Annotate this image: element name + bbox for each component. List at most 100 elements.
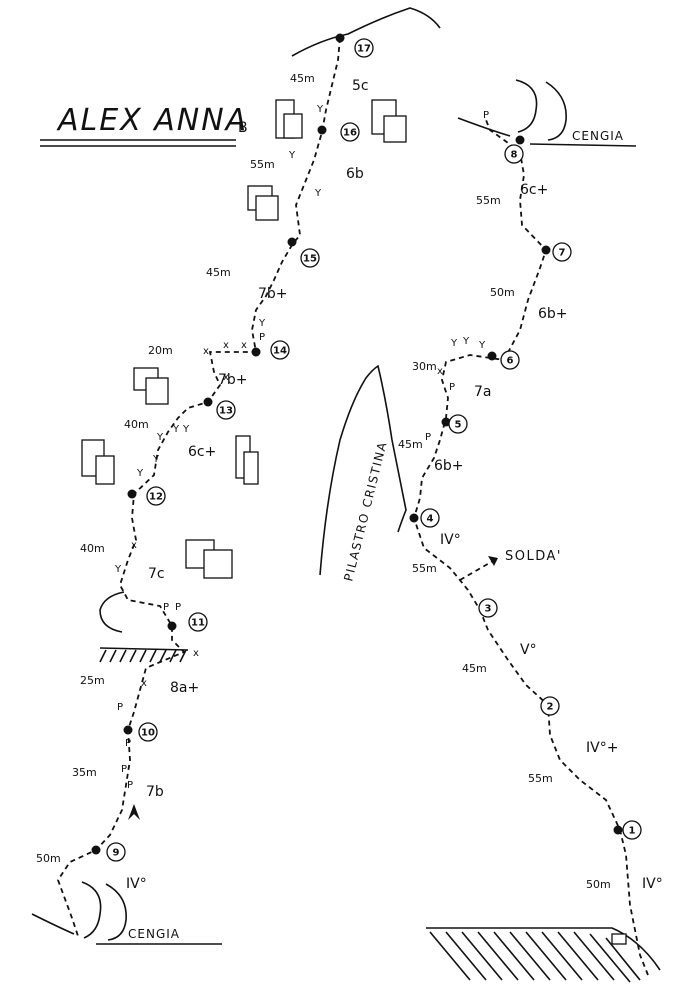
belay-station — [127, 489, 137, 499]
belay-number: 17 — [357, 44, 371, 55]
protection-tree: Y — [316, 104, 324, 115]
pitch-grade: 6c+ — [188, 444, 216, 460]
ledge-upper: CENGIA — [457, 79, 637, 147]
protection-bolt: x — [223, 372, 229, 383]
pitch-grade: 6b — [346, 166, 364, 182]
upper-pitch-labels: 50m35m25m40m40m20m45m55m45mIV°7b8a+7c6c+… — [36, 72, 369, 892]
protection-piton: P — [125, 738, 131, 749]
belay-number: 2 — [547, 702, 554, 713]
belay-number: 5 — [455, 420, 462, 431]
start-marker — [611, 933, 627, 945]
belay-station — [317, 125, 327, 135]
belay-number: 7 — [559, 248, 566, 259]
rock-block — [243, 451, 259, 485]
ledge-lower: CENGIA — [31, 881, 222, 945]
belay-number-ring — [504, 144, 524, 164]
protection-tree: Y — [114, 564, 122, 575]
ground-line — [426, 927, 661, 971]
summit-rock-outline — [291, 7, 441, 57]
belay-number-ring — [354, 38, 374, 58]
pitch-grade: 5c — [352, 78, 369, 94]
protection-tree: Y — [152, 454, 160, 465]
belay-station — [515, 135, 525, 145]
protection-tree: Y — [450, 338, 458, 349]
pitch-length: 55m — [476, 194, 501, 207]
pitch-length: 50m — [490, 286, 515, 299]
belay-number-ring — [106, 842, 126, 862]
pitch-length: 55m — [412, 562, 437, 575]
pitch-length: 40m — [124, 418, 149, 431]
pillar-label: PILASTRO CRISTINA — [341, 440, 389, 583]
rock-block — [145, 377, 169, 405]
protection-tree: Y — [288, 150, 296, 161]
pitch-length: 45m — [206, 266, 231, 279]
roof-feature — [99, 591, 189, 663]
belay-station — [541, 245, 551, 255]
ledge-lower-rock-2 — [105, 883, 127, 941]
pillar-outline — [319, 364, 407, 576]
solda-branch: SOLDA' — [459, 549, 560, 581]
pitch-grade: V° — [520, 642, 537, 658]
pitch-length: 55m — [250, 158, 275, 171]
rock-block — [95, 455, 115, 485]
lower-pitch-labels: 50m55m45m55m45m30m50m55mIV°IV°+V°IV°6b+7… — [398, 182, 663, 892]
ledge-upper-line — [529, 143, 637, 147]
belay-number: 1 — [629, 826, 636, 837]
pillar-cristina: PILASTRO CRISTINA — [319, 364, 407, 583]
belay-station — [409, 513, 419, 523]
protection-bolt: x — [193, 648, 199, 659]
protection-piton: P — [483, 110, 489, 121]
belay-station — [441, 417, 451, 427]
pitch-grade: 7a — [474, 384, 492, 400]
route-title: ALEX ANNA — [56, 103, 248, 138]
belay-number: 3 — [485, 604, 492, 615]
protection-piton: P — [449, 382, 455, 393]
roof-outline — [99, 591, 125, 633]
pitch-length: 50m — [36, 852, 61, 865]
belay-number: 15 — [303, 254, 317, 265]
belay-number-ring — [478, 598, 498, 618]
belay-number-ring — [270, 340, 290, 360]
belay-number: 8 — [511, 150, 518, 161]
roof-hatch — [99, 649, 187, 663]
lower-route-line — [413, 119, 649, 976]
belay-number: 16 — [343, 128, 357, 139]
pitch-length: 35m — [72, 766, 97, 779]
roof-line — [99, 647, 189, 651]
belay-station — [613, 825, 623, 835]
belay-station — [487, 351, 497, 361]
solda-arrowhead — [488, 556, 498, 566]
belay-station — [123, 725, 133, 735]
pitch-grade: 7c — [148, 566, 165, 582]
pitch-grade: 6b+ — [434, 458, 464, 474]
pitch-length: 50m — [586, 878, 611, 891]
ledge-lower-label: CENGIA — [128, 927, 180, 941]
belay-number-ring — [188, 612, 208, 632]
protection-tree: Y — [182, 424, 190, 435]
belay-number: 11 — [191, 618, 205, 629]
protection-piton: P — [175, 602, 181, 613]
pitch-grade: 6c+ — [520, 182, 548, 198]
belay-station — [203, 397, 213, 407]
belay-number-ring — [340, 122, 360, 142]
ledge-lower-rock-1 — [81, 881, 102, 939]
ledge-upper-rock-2 — [545, 81, 567, 141]
ground-hatch-lines — [429, 931, 641, 983]
pitch-length: 45m — [290, 72, 315, 85]
belay-number-ring — [420, 508, 440, 528]
pitch-grade: 7b+ — [218, 372, 248, 388]
protection-piton: P — [127, 780, 133, 791]
belay-number: 9 — [113, 848, 120, 859]
belay-station — [91, 845, 101, 855]
belay-number-ring — [146, 486, 166, 506]
protection-piton: P — [163, 602, 169, 613]
belay-station — [167, 621, 177, 631]
ledge-upper-label: CENGIA — [572, 129, 624, 143]
pitch-length: 30m — [412, 360, 437, 373]
protection-bolt: x — [437, 366, 443, 377]
pitch-length: 45m — [462, 662, 487, 675]
ledge-upper-rock-1 — [515, 79, 538, 133]
protection-tree: Y — [258, 318, 266, 329]
